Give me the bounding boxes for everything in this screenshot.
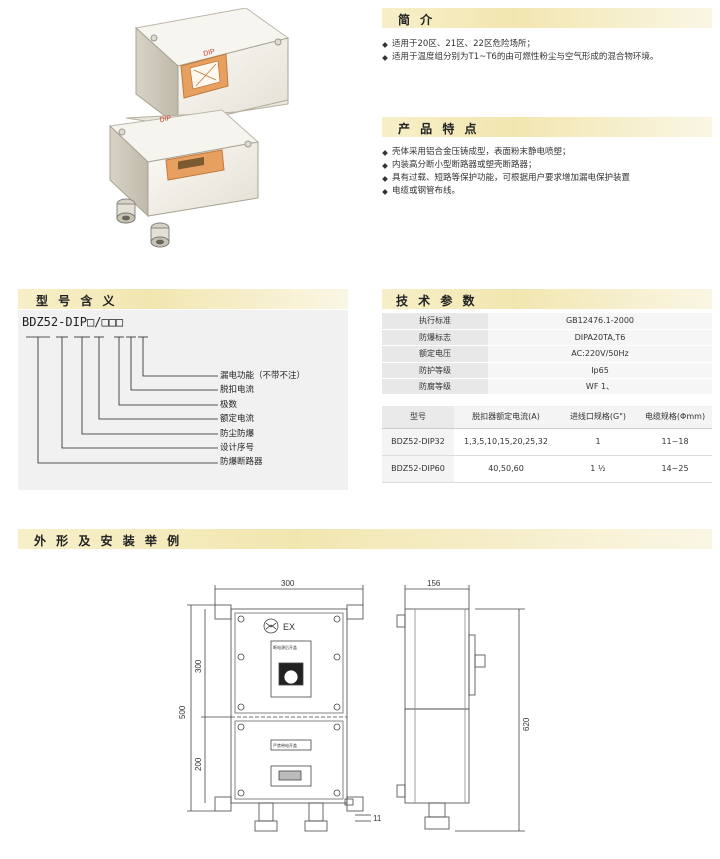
legend-item: 漏电功能（不带不注） — [220, 371, 306, 381]
param-key: 防护等级 — [382, 362, 488, 380]
ex-label: EX — [283, 622, 295, 632]
table-cell: 1 ½ — [558, 455, 638, 483]
table-cell: BDZ52-DIP60 — [382, 455, 454, 483]
legend-item: 极数 — [220, 399, 238, 410]
param-key: 防爆标志 — [382, 329, 488, 347]
tech-title: 技 术 参 数 — [396, 294, 478, 308]
intro-section-bar: 简 介 — [382, 8, 712, 28]
tech-section-bar: 技 术 参 数 — [382, 289, 712, 309]
model-panel: BDZ52-DIP□/□□□ 漏电功能（不带不注） 脱扣电流 极数 额定电流 防… — [18, 310, 348, 490]
photo-bottom-label: DIP — [159, 115, 172, 124]
column-header: 脱扣器额定电流(A) — [454, 406, 558, 429]
product-photo: DIP DIP — [108, 8, 290, 248]
features-title: 产 品 特 点 — [398, 122, 480, 136]
list-item: 内装高分断小型断路器或塑壳断路器； — [381, 159, 630, 172]
dim-width: 300 — [281, 579, 295, 588]
legend-item: 设计序号 — [220, 443, 255, 454]
param-value: AC:220V/50Hz — [488, 345, 712, 363]
table-row: BDZ52-DIP32 1,3,5,10,15,20,25,32 1 11~18 — [382, 428, 712, 456]
model-leader-lines — [26, 336, 218, 464]
param-key: 执行标准 — [382, 313, 488, 330]
dim-height-bottom: 200 — [194, 757, 203, 771]
model-legend: 漏电功能（不带不注） 脱扣电流 极数 额定电流 防尘防爆 设计序号 防爆断路器 — [220, 369, 305, 470]
install-section-bar: 外 形 及 安 装 举 例 — [18, 529, 712, 549]
table-cell: BDZ52-DIP32 — [382, 428, 454, 456]
param-value: DIPA20TA,T6 — [488, 329, 712, 347]
param-key: 防腐等级 — [382, 378, 488, 396]
table-header-row: 型号 脱扣器额定电流(A) 进线口规格(G") 电缆规格(Φmm) — [382, 406, 712, 429]
list-item: 电缆或钢管布线。 — [381, 185, 630, 198]
legend-item: 额定电流 — [220, 414, 255, 425]
model-code: BDZ52-DIP□/□□□ — [22, 315, 124, 329]
legend-item: 防爆断路器 — [220, 457, 263, 468]
install-title: 外 形 及 安 装 举 例 — [34, 534, 183, 548]
legend-item: 脱扣电流 — [220, 385, 255, 396]
param-value: GB12476.1-2000 — [488, 313, 712, 330]
dim-height-total: 500 — [178, 705, 187, 719]
legend-item: 防尘防爆 — [220, 428, 255, 439]
dim-height-top: 300 — [194, 659, 203, 673]
list-item: 壳体采用铝合金压铸成型，表面粉末静电喷塑； — [381, 146, 630, 159]
table-row: BDZ52-DIP60 40,50,60 1 ½ 14~25 — [382, 455, 712, 483]
table-cell: 1,3,5,10,15,20,25,32 — [454, 428, 558, 456]
features-section-bar: 产 品 特 点 — [382, 117, 712, 137]
spec-table: 型号 脱扣器额定电流(A) 进线口规格(G") 电缆规格(Φmm) BDZ52-… — [382, 406, 712, 483]
column-header: 进线口规格(G") — [558, 406, 638, 429]
photo-top-label: DIP — [203, 48, 216, 58]
top-plate-label: 断电源后开盖 — [273, 644, 297, 650]
intro-bullet-list: 适用于20区、21区、22区危险场所； 适用于温度组分别为T1~T6的由可燃性粉… — [381, 38, 658, 64]
table-cell: 40,50,60 — [454, 455, 558, 483]
dim-small: 11 — [373, 814, 382, 823]
list-item: 适用于20区、21区、22区危险场所； — [381, 38, 658, 51]
model-section-bar: 型 号 含 义 — [18, 289, 348, 309]
dimension-drawing: 300 500 300 200 156 620 11 EX 断电源后开盖 严禁带… — [178, 579, 531, 832]
features-bullet-list: 壳体采用铝合金压铸成型，表面粉末静电喷塑； 内装高分断小型断路器或塑壳断路器； … — [381, 146, 630, 198]
param-key: 额定电压 — [382, 345, 488, 363]
list-item: 适用于温度组分别为T1~T6的由可燃性粉尘与空气形成的混合物环境。 — [381, 51, 658, 64]
list-item: 具有过载、短路等保护功能，可根据用户要求增加漏电保护装置 — [381, 172, 630, 185]
dim-depth: 156 — [427, 579, 441, 588]
param-value: Ip65 — [488, 362, 712, 380]
bottom-plate-label: 严禁带电开盖 — [273, 742, 297, 748]
param-value: WF 1、 — [488, 378, 712, 396]
dim-side-height: 620 — [522, 717, 531, 731]
table-cell: 11~18 — [638, 428, 712, 456]
table-cell: 14~25 — [638, 455, 712, 483]
table-cell: 1 — [558, 428, 638, 456]
intro-title: 简 介 — [398, 13, 436, 27]
model-title: 型 号 含 义 — [36, 294, 118, 308]
column-header: 型号 — [382, 406, 454, 429]
column-header: 电缆规格(Φmm) — [638, 406, 712, 429]
